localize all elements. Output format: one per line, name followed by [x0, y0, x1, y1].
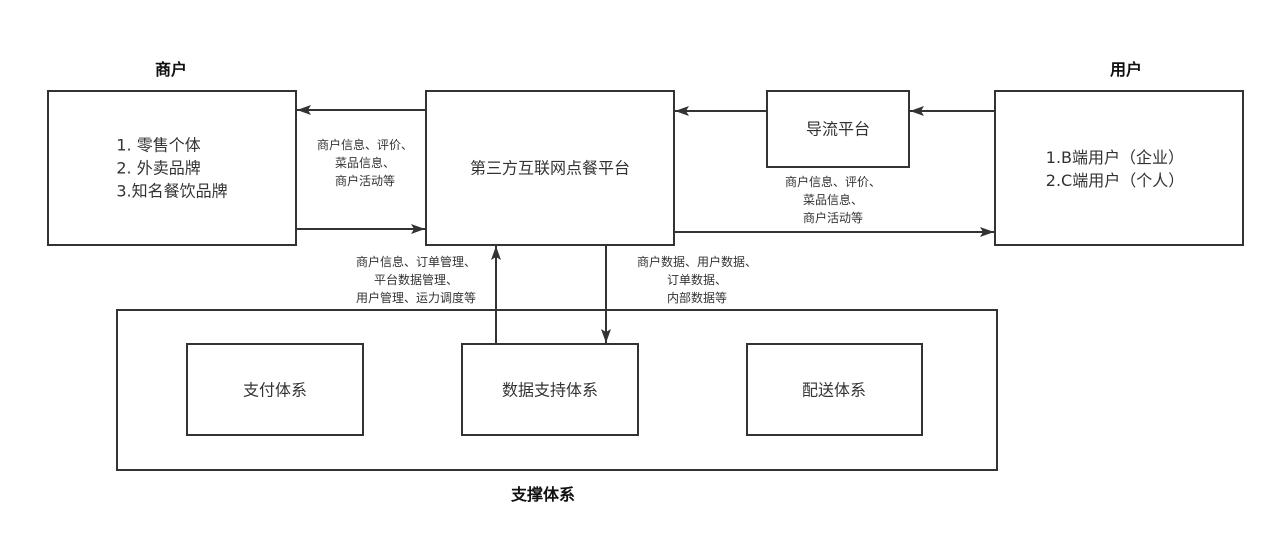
edge-label-platform-to-user: 商户信息、评价、 菜品信息、 商户活动等 [785, 173, 881, 227]
user-title: 用户 [1109, 60, 1143, 79]
payment-box [186, 343, 364, 436]
traffic-platform-label: 导流平台 [805, 119, 871, 139]
merchant-item: 3.知名餐饮品牌 [116, 181, 228, 201]
user-list: 1.B端用户（企业） 2.C端用户（个人） [1046, 146, 1184, 192]
support-title: 支撑体系 [510, 485, 576, 504]
merchant-box [47, 90, 297, 246]
data-support-label: 数据支持体系 [501, 380, 599, 400]
edge-label-line: 商户信息、评价、 [784, 175, 882, 189]
user-item: 2.C端用户（个人） [1045, 171, 1185, 190]
edge-label-line: 平台数据管理、 [373, 273, 459, 287]
user-box [994, 90, 1244, 246]
edge-label-line: 菜品信息、 [334, 156, 396, 170]
platform-label: 第三方互联网点餐平台 [469, 158, 631, 178]
edge-label-line: 商户数据、用户数据、 [636, 255, 758, 269]
delivery-box [746, 343, 923, 436]
merchant-list: 1. 零售个体 2. 外卖品牌 3.知名餐饮品牌 [116, 134, 227, 203]
support-system-box [116, 309, 998, 471]
user-item: 1.B端用户（企业） [1045, 148, 1185, 167]
edge-label-line: 订单数据、 [666, 273, 728, 287]
edge-label-line: 商户信息、订单管理、 [355, 255, 477, 269]
edge-label-line: 商户信息、评价、 [316, 138, 414, 152]
merchant-title: 商户 [154, 60, 188, 79]
edge-label-platform-to-merchant: 商户信息、评价、 菜品信息、 商户活动等 [317, 136, 413, 190]
edge-label-line: 商户活动等 [802, 211, 864, 225]
data-support-box [461, 343, 639, 436]
edge-label-line: 用户管理、运力调度等 [355, 291, 477, 305]
edge-label-line: 菜品信息、 [802, 193, 864, 207]
delivery-label: 配送体系 [801, 380, 867, 400]
payment-label: 支付体系 [242, 380, 308, 400]
edge-label-line: 内部数据等 [666, 291, 728, 305]
merchant-item: 1. 零售个体 [116, 135, 201, 155]
edge-label-platform-to-data: 商户数据、用户数据、 订单数据、 内部数据等 [637, 253, 757, 307]
traffic-platform-box [766, 90, 910, 168]
platform-box [425, 90, 675, 246]
merchant-item: 2. 外卖品牌 [116, 158, 201, 178]
edge-label-data-to-platform: 商户信息、订单管理、 平台数据管理、 用户管理、运力调度等 [356, 253, 476, 307]
edge-label-line: 商户活动等 [334, 174, 396, 188]
